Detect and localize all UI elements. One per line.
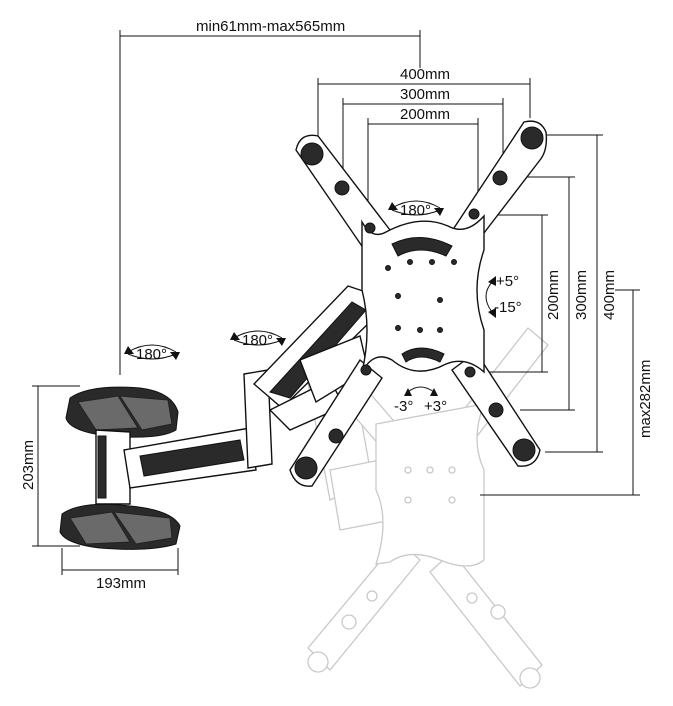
tilt-arc-icon <box>485 276 496 318</box>
wall-plate <box>59 386 181 550</box>
wall-swivel-label: 180° <box>136 346 167 363</box>
rotation-labels: 180° 180° 180° +5° -15° -3° +3° <box>136 202 522 415</box>
double-arrow-arc-icon <box>124 344 180 360</box>
level-arc-icon <box>404 386 438 396</box>
double-arrow-arc-icon <box>388 200 444 216</box>
wall-plate-height-label: 203mm <box>20 440 37 490</box>
double-arrow-arc-icon <box>230 330 286 346</box>
plate-swivel-label: 180° <box>400 202 431 219</box>
height-adjust-label: max282mm <box>637 360 654 438</box>
vesa-300-v-label: 300mm <box>573 270 590 320</box>
vesa-400-h-label: 400mm <box>400 66 450 83</box>
level-minus-label: -3° <box>394 398 413 415</box>
tilt-down-label: -15° <box>494 299 522 316</box>
articulating-arm <box>123 285 377 489</box>
wall-plate-width-label: 193mm <box>96 575 146 592</box>
vesa-200-v-label: 200mm <box>545 270 562 320</box>
tilt-up-label: +5° <box>496 273 519 290</box>
dimension-labels: min61mm-max565mm 400mm 300mm 200mm 200mm… <box>20 18 654 592</box>
vesa-300-h-label: 300mm <box>400 86 450 103</box>
vesa-400-v-label: 400mm <box>601 270 618 320</box>
arm-swivel-label: 180° <box>242 332 273 349</box>
vesa-x-plate <box>289 120 548 487</box>
level-plus-label: +3° <box>424 398 447 415</box>
vesa-200-h-label: 200mm <box>400 106 450 123</box>
reach-label: min61mm-max565mm <box>196 18 345 35</box>
